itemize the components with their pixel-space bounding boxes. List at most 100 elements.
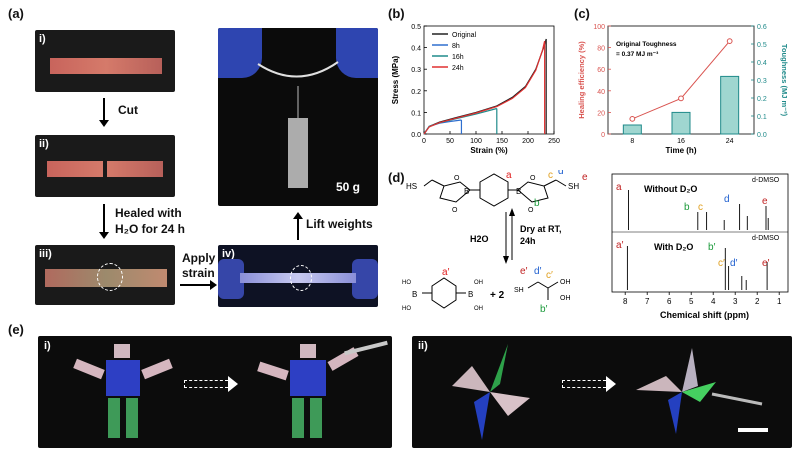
nmr-label-a-prime: a′	[616, 240, 624, 251]
series-line-Original	[423, 38, 547, 135]
dry-label-2: 24h	[520, 236, 536, 246]
robot-arm-left-2	[141, 358, 173, 380]
subpanel-label-e-i: i)	[44, 340, 51, 352]
xlabel-b: Strain (%)	[470, 146, 508, 155]
ytick-label-b: 0.4	[411, 46, 421, 53]
star-left-flap-4	[474, 392, 490, 440]
nmr-tick-label: 6	[667, 297, 672, 306]
atom-O1: O	[454, 175, 460, 182]
glove-right	[352, 259, 378, 299]
healed-region-marker	[97, 263, 123, 291]
arrow-apply-shaft	[180, 284, 212, 286]
nmr-tick-label: 1	[777, 297, 782, 306]
nmr-frame	[611, 173, 789, 293]
nmr-with-label: With D₂O	[654, 242, 693, 252]
label-e: e	[582, 172, 588, 183]
nmr-tick-label: 4	[711, 297, 716, 306]
ytick-label-b: 0.5	[411, 24, 421, 31]
star-left-flap-1	[452, 366, 490, 392]
nmr-label-e: e	[762, 196, 768, 207]
dashed-arrow-e-i-head	[228, 376, 238, 392]
xtick-label-c: 8	[630, 138, 634, 145]
weight-label: 50 g	[336, 180, 361, 194]
atom-O2: O	[530, 175, 536, 182]
label-a: a	[506, 170, 512, 181]
cut-label: Cut	[118, 103, 138, 117]
tweezers-e-ii	[711, 392, 763, 406]
ytick-right-label-c: 0.1	[757, 114, 767, 121]
legend-label-Original: Original	[452, 32, 477, 39]
nmr-tick-label: 7	[645, 297, 650, 306]
ytick-left-label-c: 20	[597, 110, 605, 117]
legend-label-24h: 24h	[452, 65, 464, 72]
healed-label: Healed with	[115, 206, 182, 220]
ytick-label-b: 0.2	[411, 89, 421, 96]
robot-leg-right-1	[292, 398, 304, 438]
xtick-label-c: 16	[677, 138, 685, 145]
subpanel-label-iii: iii)	[39, 248, 52, 260]
atom-SH-bottom: SH	[514, 287, 524, 294]
photo-e-i-robot: i)	[38, 336, 392, 448]
robot-head-right	[300, 344, 316, 358]
plot-frame-b	[423, 25, 555, 135]
ytick-label-b: 0.1	[411, 110, 421, 117]
apply-label: Apply	[182, 251, 216, 265]
film-piece-left	[47, 161, 103, 177]
arrow-cut-shaft	[103, 98, 105, 122]
atom-OH-bottom1: OH	[560, 279, 571, 286]
weight-50g	[288, 118, 308, 188]
nmr-tick-label: 5	[689, 297, 694, 306]
nmr-label-b: b	[684, 202, 690, 213]
film-piece-right	[107, 161, 163, 177]
nmr-label-b-prime: b′	[708, 242, 716, 253]
ylabel-right-c: Toughness (MJ m⁻³)	[780, 44, 789, 117]
atom-B-left: B	[464, 187, 469, 196]
label-c-prime: c′	[546, 270, 553, 281]
arrow-lift-shaft	[297, 218, 299, 240]
arrow-cut-head	[99, 120, 109, 127]
plus-two: + 2	[490, 290, 505, 301]
scale-bar	[738, 428, 768, 432]
panel-label-a: (a)	[8, 6, 24, 21]
label-b: b	[534, 198, 540, 209]
nmr-label-c: c	[698, 202, 703, 213]
photo-i-film: i)	[35, 30, 175, 92]
thiol-diol-molecule	[527, 281, 559, 300]
annotation-original-toughness: Original Toughness	[616, 41, 677, 48]
robot-arm-left-1	[73, 358, 105, 380]
robot-leg-right-2	[310, 398, 322, 438]
toughness-bar-8	[622, 124, 642, 135]
arrow-heal-head	[99, 232, 109, 239]
series-line-16h	[423, 107, 497, 135]
nmr-label-c-prime: c′	[718, 258, 725, 269]
nmr-xlabel: Chemical shift (ppm)	[660, 310, 749, 320]
label-d-prime: d′	[534, 266, 542, 277]
ytick-right-label-c: 0.3	[757, 78, 767, 85]
xtick-label-b: 0	[422, 138, 426, 145]
subpanel-label-ii: ii)	[39, 138, 49, 150]
nmr-peaks	[626, 190, 769, 290]
equilibrium-arrow-up-head	[509, 208, 515, 216]
panel-label-b: (b)	[388, 6, 405, 21]
subpanel-label-iv: iv)	[222, 248, 235, 260]
film-strip	[50, 58, 162, 74]
lift-scene-svg	[257, 61, 339, 188]
label-b-prime: b′	[540, 304, 548, 315]
strain-region-marker	[290, 265, 312, 291]
atom-OH-bottom2: OH	[560, 295, 571, 302]
nmr-without-label: Without D₂O	[644, 184, 697, 194]
ytick-right-label-c: 0.0	[757, 132, 767, 139]
boronic-acid-molecule	[422, 277, 466, 309]
lifted-film	[257, 61, 339, 78]
atom-O3: O	[528, 207, 534, 214]
toughness-bar-24	[720, 75, 740, 135]
robot-leg-left-1	[108, 398, 120, 438]
healed-label-2: H₂O for 24 h	[115, 222, 186, 236]
atom-OH3: OH	[474, 280, 483, 286]
label-e-prime: e′	[520, 266, 528, 277]
h2o-label: H2O	[470, 234, 489, 244]
atom-B-bottom-left: B	[412, 290, 417, 299]
legend-label-16h: 16h	[452, 54, 464, 61]
arrow-apply-head	[210, 280, 217, 290]
nmr-tick-label: 8	[623, 297, 628, 306]
